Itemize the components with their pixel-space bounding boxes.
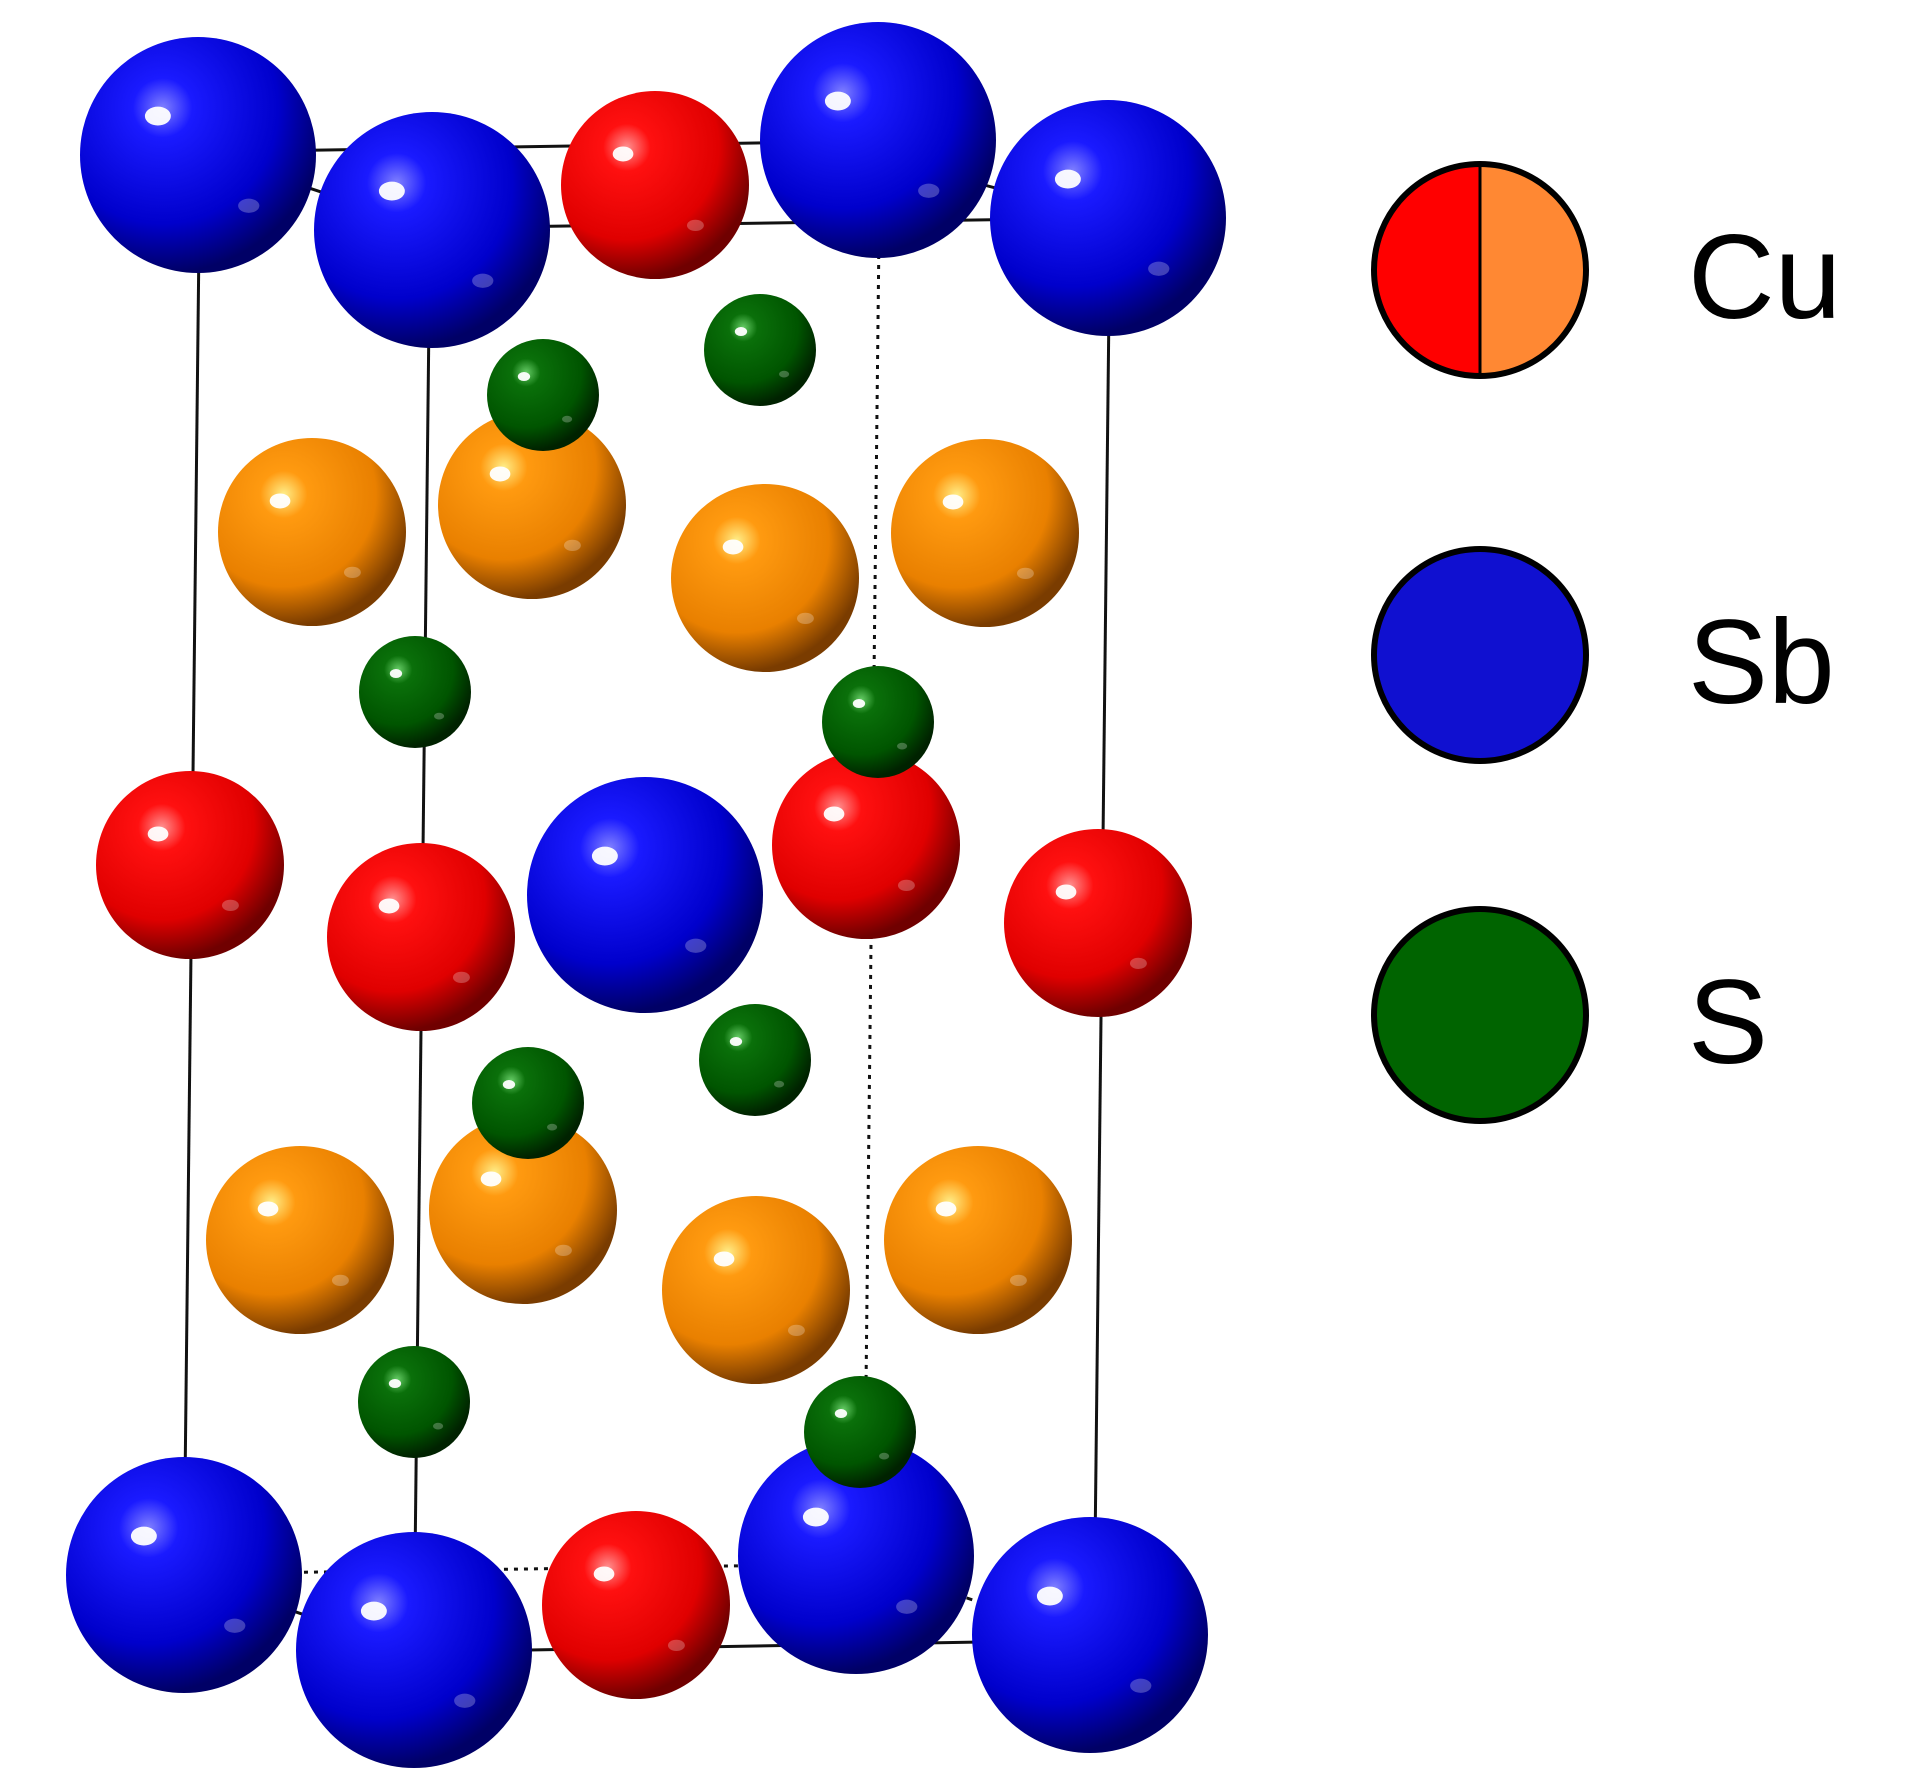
- cu-atom-orange: [884, 1146, 1072, 1334]
- cu-atom-red: [561, 91, 749, 279]
- sb-atom: [972, 1517, 1208, 1753]
- cu-atom-orange: [671, 484, 859, 672]
- sb-atom: [527, 777, 763, 1013]
- legend-label-sb: Sb: [1688, 595, 1835, 729]
- cell-edge: [862, 144, 882, 1565]
- sb-atom: [296, 1532, 532, 1768]
- s-atom: [699, 1004, 811, 1116]
- s-atom: [822, 666, 934, 778]
- sb-legend-icon: [1371, 546, 1589, 764]
- cu-atom-red: [96, 771, 284, 959]
- sb-atom: [314, 112, 550, 348]
- cu-atom-orange: [438, 411, 626, 599]
- legend-item-sb: Sb: [1371, 546, 1835, 764]
- s-atom: [804, 1376, 916, 1488]
- cu-atom-red: [1004, 829, 1192, 1017]
- legend-label-s: S: [1688, 955, 1768, 1089]
- s-atom: [359, 636, 471, 748]
- cu-atom-orange: [662, 1196, 850, 1384]
- legend-item-cu: Cu: [1371, 161, 1841, 379]
- cu-atom-red: [772, 751, 960, 939]
- atoms: [66, 22, 1226, 1768]
- legend: Cu Sb S: [1371, 161, 1841, 1124]
- s-atom: [704, 294, 816, 406]
- cu-atom-orange: [891, 439, 1079, 627]
- sb-atom: [80, 37, 316, 273]
- legend-label-cu: Cu: [1688, 210, 1841, 344]
- sb-atom: [990, 100, 1226, 336]
- s-legend-icon: [1371, 906, 1589, 1124]
- s-atom: [487, 339, 599, 451]
- cu-atom-orange: [429, 1116, 617, 1304]
- cu-atom-orange: [218, 438, 406, 626]
- cu-atom-red: [542, 1511, 730, 1699]
- cu-legend-icon: [1371, 161, 1589, 379]
- sb-atom: [66, 1457, 302, 1693]
- s-atom: [472, 1047, 584, 1159]
- legend-item-s: S: [1371, 906, 1768, 1124]
- s-atom: [358, 1346, 470, 1458]
- cu-atom-orange: [206, 1146, 394, 1334]
- sb-atom: [738, 1438, 974, 1674]
- cu-atom-red: [327, 843, 515, 1031]
- sb-atom: [760, 22, 996, 258]
